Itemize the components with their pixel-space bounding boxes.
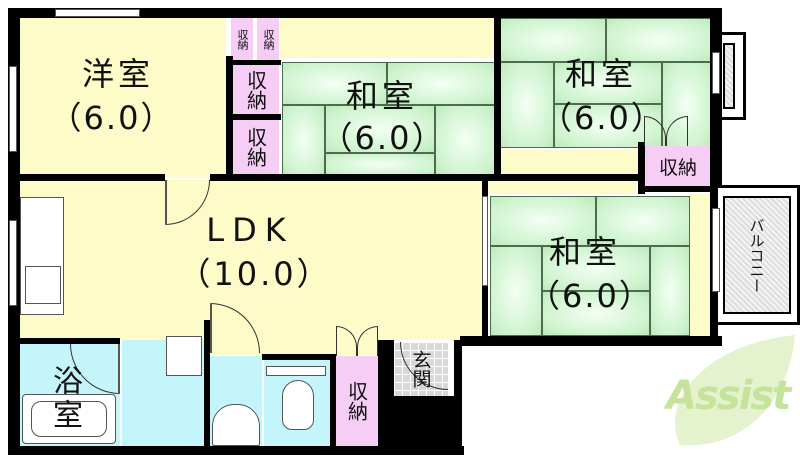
japanese-center-size: （6.0） bbox=[320, 119, 446, 157]
wall-closet-right bbox=[378, 340, 394, 450]
balcony-se[interactable]: バルコニー bbox=[712, 185, 800, 325]
japanese-center-name: 和室 bbox=[345, 77, 418, 115]
tatami-mat bbox=[435, 105, 496, 176]
tatami-mat bbox=[325, 105, 435, 153]
wall-center-ne bbox=[494, 18, 501, 180]
wall-closet-div bbox=[226, 60, 281, 65]
wall-bottom bbox=[8, 446, 464, 455]
storage-mid-upper[interactable]: 収納 bbox=[233, 64, 279, 115]
tatami-mat bbox=[650, 246, 690, 336]
leaf-logo-icon bbox=[674, 335, 795, 446]
kitchen-counter bbox=[20, 197, 64, 315]
western-room-floor bbox=[20, 18, 226, 178]
hall-strip-se bbox=[486, 180, 636, 194]
tatami-mat bbox=[554, 62, 662, 104]
wall-western-ldk bbox=[20, 174, 165, 181]
window-top-western[interactable] bbox=[55, 9, 140, 17]
wall-bath-top bbox=[20, 338, 120, 344]
window-left-kitchen[interactable] bbox=[9, 220, 17, 306]
tatami-mat bbox=[282, 105, 325, 176]
storage-hall-closet[interactable]: 収納 bbox=[336, 356, 378, 446]
wall-bottom-right bbox=[460, 336, 722, 346]
sliding-door-ldk-se[interactable] bbox=[482, 196, 488, 286]
storage-small-left[interactable]: 収納 bbox=[231, 18, 253, 60]
storage-small-right[interactable]: 収納 bbox=[257, 18, 279, 60]
balcony-label: バルコニー bbox=[747, 217, 766, 293]
tatami-mat bbox=[596, 196, 690, 246]
japanese-se-size: （6.0） bbox=[528, 277, 653, 315]
tatami-mat bbox=[500, 18, 606, 62]
western-room-size: （6.0） bbox=[49, 99, 175, 137]
window-ne-japanese[interactable] bbox=[712, 52, 720, 94]
wall-entrance-right bbox=[454, 340, 462, 448]
japanese-room-center bbox=[282, 62, 496, 176]
assist-watermark: Assist bbox=[660, 335, 800, 455]
entrance-label: 玄関 bbox=[409, 350, 432, 388]
tatami-mat bbox=[282, 62, 387, 105]
wall-toilet-top bbox=[262, 354, 336, 360]
bathroom-label: 浴室 bbox=[47, 365, 82, 433]
balcony-hatch bbox=[723, 43, 735, 109]
ldk-name: LDK bbox=[206, 211, 294, 249]
window-se-balcony[interactable] bbox=[712, 208, 720, 292]
washing-machine-pan bbox=[166, 336, 202, 376]
tatami-mat bbox=[542, 246, 650, 291]
wall-toilet-right bbox=[330, 354, 336, 449]
wall-closet-div-2 bbox=[226, 114, 281, 120]
engawa-se bbox=[690, 194, 712, 336]
wall-washroom-toilet bbox=[204, 320, 210, 450]
wall-right-upper bbox=[710, 8, 722, 188]
wall-top bbox=[8, 8, 720, 18]
wall-ne-bottom bbox=[494, 174, 644, 181]
wall-ne-closet-left bbox=[638, 142, 645, 194]
japanese-ne-name: 和室 bbox=[564, 55, 637, 93]
corridor-top bbox=[280, 18, 495, 58]
japanese-room-ne bbox=[500, 18, 712, 148]
storage-ne-closet[interactable]: 収納 bbox=[644, 146, 712, 186]
japanese-room-se bbox=[490, 196, 690, 336]
japanese-ne-size: （6.0） bbox=[540, 99, 665, 137]
wall-ne-closet-bottom bbox=[638, 186, 718, 192]
kitchen-sink-icon bbox=[25, 266, 61, 304]
storage-mid-lower[interactable]: 収納 bbox=[233, 120, 279, 174]
japanese-se-name: 和室 bbox=[548, 233, 621, 271]
western-room-name: 洋室 bbox=[81, 55, 154, 93]
tatami-mat bbox=[490, 246, 542, 336]
hall-strip-ne bbox=[500, 150, 640, 175]
toilet-bowl bbox=[282, 380, 314, 430]
window-left-western[interactable] bbox=[9, 66, 17, 152]
bathtub-basin bbox=[31, 401, 107, 437]
wall-entrance-block bbox=[392, 396, 462, 448]
ldk-floor bbox=[20, 180, 486, 340]
tatami-mat bbox=[387, 62, 496, 105]
balcony-small-ne bbox=[718, 32, 746, 120]
wall-western-ldk-2 bbox=[210, 174, 500, 181]
bathtub bbox=[22, 394, 116, 444]
watermark-text: Assist bbox=[666, 373, 791, 419]
tatami-mat bbox=[542, 291, 650, 336]
balcony-hatch: バルコニー bbox=[723, 196, 791, 314]
tatami-mat bbox=[606, 18, 712, 62]
toilet-tank bbox=[266, 366, 326, 376]
wash-basin bbox=[212, 404, 260, 446]
tatami-mat bbox=[490, 196, 596, 246]
ldk-size: （10.0） bbox=[178, 255, 332, 293]
